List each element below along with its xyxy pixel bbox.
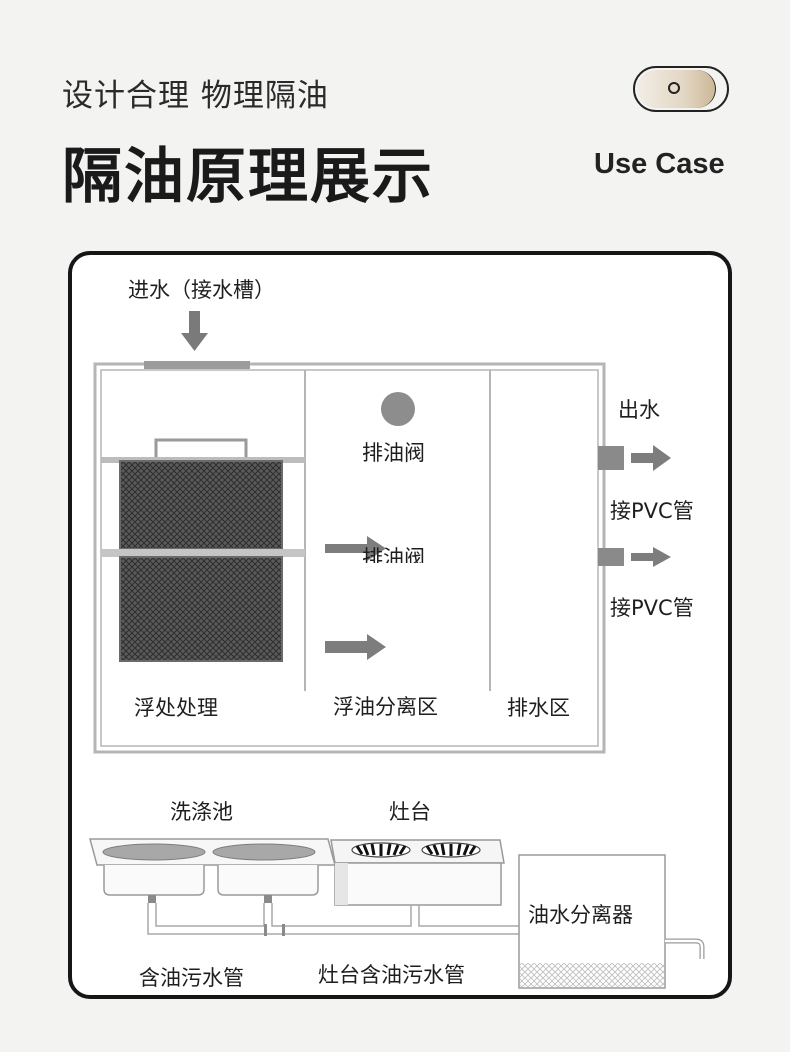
separator-label: 油水分离器 [528,903,633,927]
stove [330,839,505,906]
inlet-arrow-icon [181,311,208,351]
valve-label-ghost-clip: 排油阀 [362,546,425,570]
zone-drain-label: 排水区 [507,696,570,720]
page-subtitle: 设计合理 物理隔油 [62,78,329,114]
drain-pipes [147,903,519,936]
zone-separation-label: 浮油分离区 [333,695,438,719]
wash-basin [89,838,336,903]
flow-arrow-icon [325,536,386,561]
outlet-arrow-icon [631,547,671,567]
oil-water-separator [518,854,705,989]
stove-label: 灶台 [389,800,431,824]
drain-valve-icon [381,392,415,426]
zone-flotation-label: 浮处处理 [134,696,218,720]
outlet-arrow-icon [631,445,671,471]
outlet-pipe-1 [598,446,624,470]
sink-label: 洗涤池 [170,800,233,824]
diagram-panel: 进水（接水槽） 排油阀 排油阀 [68,251,732,999]
stove-pipe-label: 灶台含油污水管 [318,963,465,987]
outlet-label: 出水 [618,398,660,422]
page-title: 隔油原理展示 [62,142,434,212]
flow-arrow-icon [325,634,386,660]
oil-separation-diagram: 进水（接水槽） 排油阀 排油阀 [89,278,705,990]
filter-basket [101,438,305,662]
use-case-label: Use Case [594,148,725,180]
valve-label: 排油阀 [362,441,425,465]
toggle-knob [637,70,716,108]
pvc-label-1: 接PVC管 [610,499,694,523]
oily-pipe-label: 含油污水管 [139,966,244,990]
toggle-switch[interactable] [633,66,729,112]
pvc-label-2: 接PVC管 [610,596,694,620]
outlet-pipe-2 [598,548,624,566]
circle-icon [668,82,680,94]
inlet-label: 进水（接水槽） [128,278,275,302]
valve-label-ghost: 排油阀 [362,546,425,570]
